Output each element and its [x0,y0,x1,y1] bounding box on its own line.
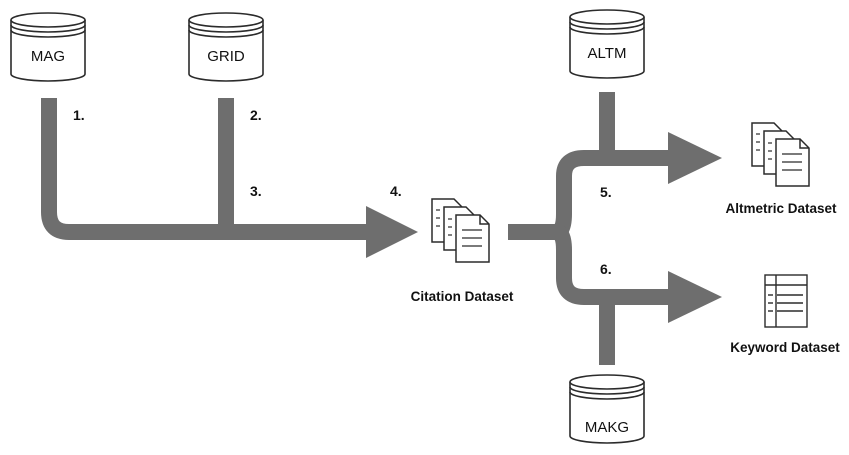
database-cylinder-icon [569,374,645,444]
database-grid: GRID [188,12,264,82]
pipe-mag-to-citation [41,98,372,240]
pipe-branch-upper [553,150,672,240]
database-cylinder-icon [188,12,264,82]
arrowhead-citation [366,206,418,258]
database-label-mag: MAG [31,48,65,65]
arrowhead-keyword [668,271,722,323]
database-label-altm: ALTM [588,45,627,62]
citation-dataset-label: Citation Dataset [411,289,514,304]
pipe-branch-lower [553,224,672,305]
altmetric-dataset: Altmetric Dataset [725,122,837,216]
table-icon [764,274,808,328]
document-stack-icon [431,198,490,263]
document-stack-icon [751,122,810,187]
citation-dataset: Citation Dataset [411,198,514,304]
flow-pipes [41,92,672,365]
database-mag: MAG [10,12,86,82]
keyword-dataset: Keyword Dataset [730,274,840,355]
altmetric-dataset-label: Altmetric Dataset [725,201,837,216]
database-cylinder-icon [10,12,86,82]
database-makg: MAKG [569,374,645,444]
step-4-label: 4. [390,183,402,199]
database-label-grid: GRID [207,48,245,65]
step-3-label: 3. [250,183,262,199]
database-altm: ALTM [569,9,645,79]
step-5-label: 5. [600,184,612,200]
database-label-makg: MAKG [585,419,629,436]
keyword-dataset-label: Keyword Dataset [730,340,840,355]
step-6-label: 6. [600,261,612,277]
step-1-label: 1. [73,107,85,123]
arrowhead-altmetric [668,132,722,184]
database-cylinder-icon [569,9,645,79]
step-2-label: 2. [250,107,262,123]
